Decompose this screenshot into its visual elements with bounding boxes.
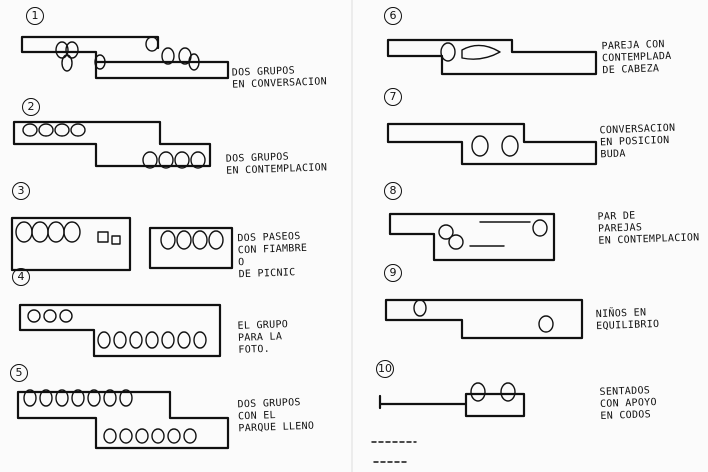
sketch-caption-4: EL GRUPO PARA LA FOTO. [237,319,289,356]
sketch-caption-6: PAREJA CON CONTEMPLADA DE CABEZA [601,39,672,77]
sketch-caption-9: NIÑOS EN EQUILIBRIO [595,307,660,333]
bench-sketch-1 [20,35,230,80]
sketch-number-6: 6 [384,7,402,25]
bench-sketch-6 [386,38,598,76]
bench-sketch-5 [16,389,230,450]
sketch-number-10: 10 [376,360,394,378]
sketch-number-7: 7 [384,88,402,106]
sketch-number-3: 3 [12,182,30,200]
bench-sketch-4 [18,303,222,358]
bench-sketch-10 [378,382,526,418]
bench-sketch-3 [10,216,234,272]
bench-sketch-2 [12,120,212,169]
sketch-caption-3: DOS PASEOS CON FIAMBRE O DE PICNIC [237,231,308,281]
sketch-caption-10: SENTADOS CON APOYO EN CODOS [599,385,658,422]
sketch-caption-5: DOS GRUPOS CON EL PARQUE LLENO [237,397,315,435]
sketch-caption-1: DOS GRUPOS EN CONVERSACION [231,65,328,91]
bench-sketch-8 [388,212,556,262]
sketch-caption-2: DOS GRUPOS EN CONTEMPLACION [225,151,328,177]
bench-sketch-7 [386,122,598,166]
sketch-number-2: 2 [22,98,40,116]
sketch-number-4: 4 [12,268,30,286]
sketch-number-5: 5 [10,364,28,382]
sketch-number-9: 9 [384,264,402,282]
sketch-number-1: 1 [26,7,44,25]
sketch-number-8: 8 [384,182,402,200]
sketch-caption-8: PAR DE PAREJAS EN CONTEMPLACION [597,210,700,247]
sketch-caption-7: CONVERSACION EN POSICION BUDA [599,122,676,161]
bench-sketch-9 [384,298,584,340]
scale-marks [371,441,417,463]
